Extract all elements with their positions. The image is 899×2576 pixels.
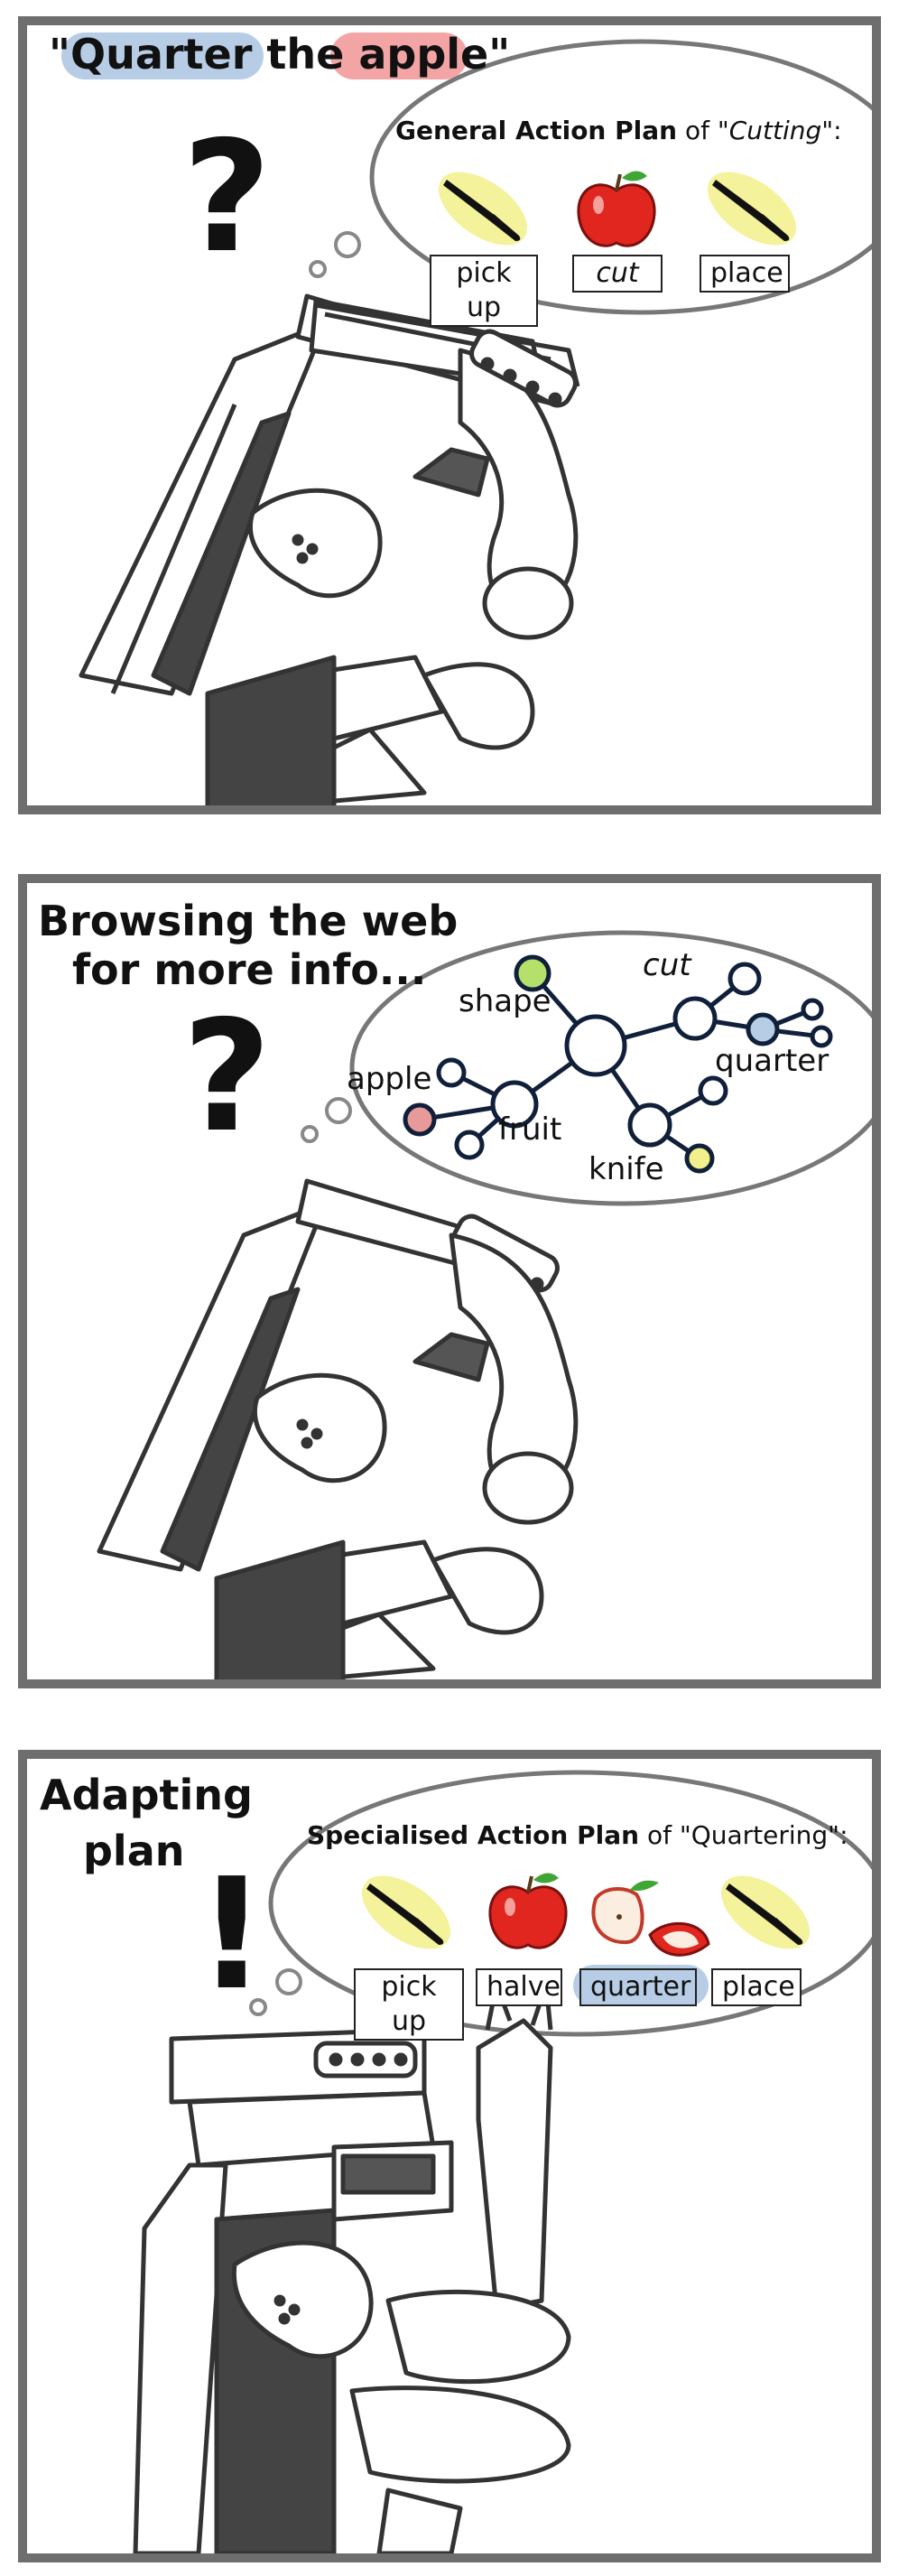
knife-icon (708, 172, 796, 246)
highlight-apple (330, 33, 468, 79)
panel3-illustration (133, 1770, 872, 2553)
graph-node-fruit (490, 1080, 539, 1129)
plan-title: General Action Plan of "Cutting": (395, 116, 842, 145)
question-mark: ? (182, 988, 272, 1167)
comic-panel-3: Adapting plan ! Specialised Action Plan … (18, 1750, 881, 2562)
robot-illustration (133, 1982, 571, 2553)
graph-label-knife: knife (589, 1151, 664, 1187)
graph-node-apple (403, 1102, 437, 1137)
question-mark: ? (182, 108, 272, 287)
graph-label-cut: cut (643, 947, 691, 983)
graph-label-shape: shape (459, 983, 551, 1019)
knife-icon (439, 172, 527, 246)
knowledge-graph (403, 954, 833, 1174)
graph-node-cut (672, 996, 718, 1041)
thought-dot-large (275, 1968, 302, 1995)
graph-label-quarter: quarter (715, 1043, 829, 1079)
thought-dot-small (301, 1125, 319, 1143)
graph-node-quarter (746, 1012, 780, 1046)
graph-node-knife (627, 1102, 672, 1148)
apple-icon (577, 171, 656, 247)
robot-illustration (97, 1178, 579, 1679)
knife-icon (721, 1875, 810, 1949)
panel2-title-line1: Browsing the web (38, 897, 459, 945)
comic-panel-1: "Quarter the apple" ? General Action Pla… (18, 16, 881, 814)
thought-dot-large (325, 1097, 352, 1124)
plan-step-halve: halve (476, 1968, 562, 2006)
knife-icon (362, 1875, 450, 1949)
highlight-quarter (61, 33, 264, 79)
plan-step-pick-up: pick up (430, 255, 538, 327)
thought-dot-small (309, 260, 327, 278)
apple-icon (488, 1873, 568, 1949)
plan-step-place: place (711, 1968, 802, 2006)
panel2-title-line2: for more info... (72, 945, 427, 994)
graph-node-shape (514, 954, 551, 992)
plan-step-pick-up: pick up (354, 1968, 464, 2041)
plan-step-cut: cut (572, 255, 663, 293)
plan-title: Specialised Action Plan of "Quartering": (307, 1820, 848, 1850)
graph-node-center (564, 1014, 627, 1077)
thought-dot-large (334, 231, 361, 258)
comic-panel-2: Browsing the web for more info... ? shap… (18, 874, 881, 1688)
panel1-title: "Quarter the apple" (49, 30, 511, 79)
plan-step-quarter: quarter (579, 1968, 697, 2006)
panel3-title-line2: plan (83, 1827, 185, 1875)
thought-bubble (369, 39, 872, 315)
panel2-illustration (97, 930, 872, 1679)
graph-label-fruit: fruit (498, 1111, 562, 1148)
apple-halves-icon (591, 1880, 710, 1957)
robot-illustration (79, 293, 580, 805)
panel1-illustration (79, 39, 872, 805)
panel3-title-line1: Adapting (40, 1771, 253, 1819)
exclamation-mark: ! (197, 1846, 267, 2024)
thought-dot-small (249, 1998, 267, 2016)
graph-label-apple: apple (347, 1061, 432, 1097)
plan-step-place: place (700, 255, 790, 293)
